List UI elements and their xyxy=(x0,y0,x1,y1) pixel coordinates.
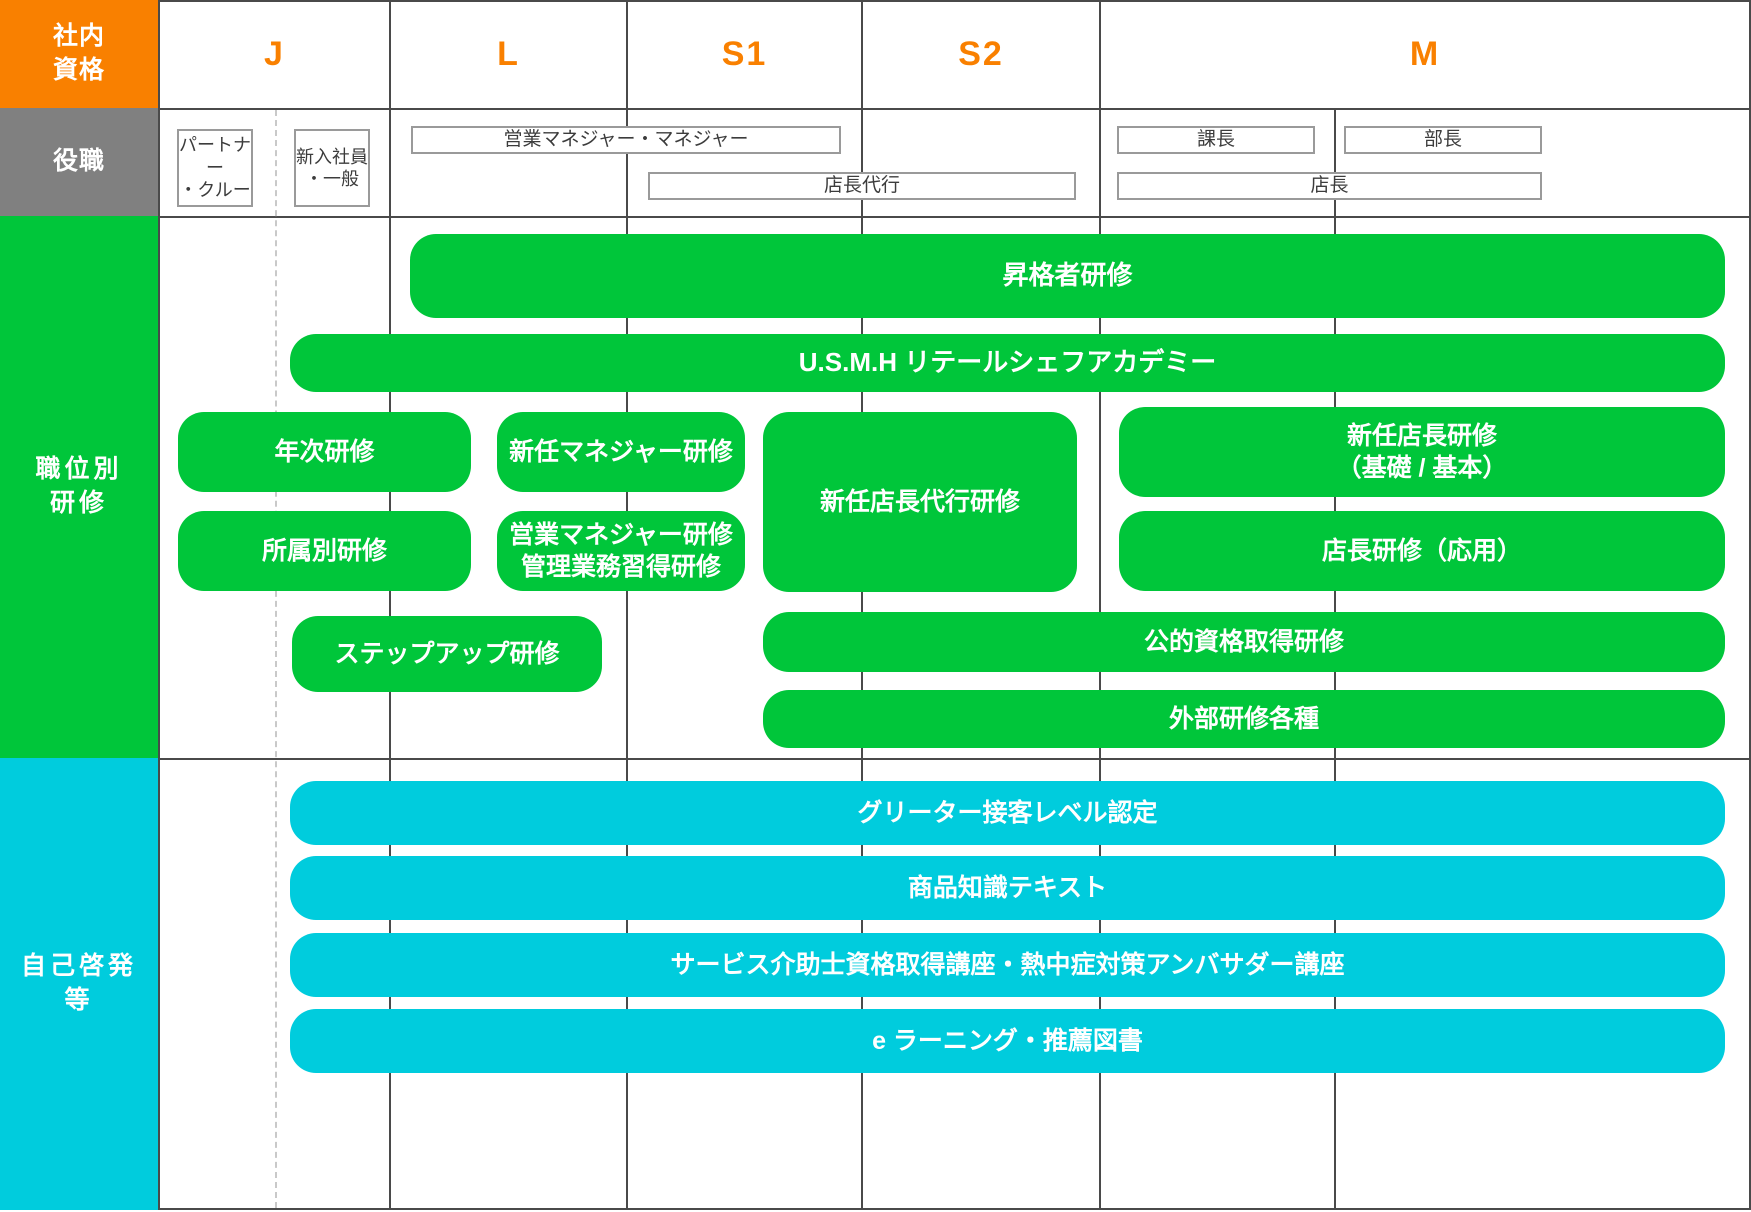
category-label-position: 役職 xyxy=(52,147,105,176)
rank-header-s2: S2 xyxy=(863,0,1099,108)
category-cell-qualification: 社内資格 xyxy=(0,0,158,108)
grid-hline-rank-role xyxy=(0,108,1751,110)
category-label-self-development: 自己啓発等 xyxy=(20,952,137,1014)
selfdev-pill-elearning: e ラーニング・推薦図書 xyxy=(290,1009,1725,1073)
rank-label-s2: S2 xyxy=(958,34,1004,73)
role-box-partner-crew: パートナー・クルー xyxy=(177,129,253,207)
grid-vline-right-edge xyxy=(1749,0,1751,1210)
role-label-store-manager: 店長 xyxy=(1310,175,1349,197)
grid-vline-j-l xyxy=(389,0,391,1210)
selfdev-label-elearning: e ラーニング・推薦図書 xyxy=(872,1026,1143,1055)
role-box-store-manager: 店長 xyxy=(1117,172,1542,200)
training-pill-annual: 年次研修 xyxy=(178,412,471,492)
category-cell-position-training: 職位別研修 xyxy=(0,216,158,758)
grid-vline-s2-m xyxy=(1099,0,1101,1210)
role-box-deputy-store-manager: 店長代行 xyxy=(648,172,1076,200)
category-label-qualification: 社内資格 xyxy=(52,22,105,84)
training-pill-new-deputy-store-manager: 新任店長代行研修 xyxy=(763,412,1077,592)
training-label-public-qualification: 公的資格取得研修 xyxy=(1143,627,1344,656)
training-label-store-manager-applied: 店長研修（応用） xyxy=(1321,536,1522,565)
grid-hline-training-selfdev xyxy=(0,758,1751,760)
role-label-section-chief: 課長 xyxy=(1196,129,1235,151)
grid-hline-role-training xyxy=(0,216,1751,218)
grid-vline-j-subdivide xyxy=(275,110,277,1208)
grid-hline-top xyxy=(160,0,1751,2)
selfdev-label-greeter-certification: グリーター接客レベル認定 xyxy=(857,798,1158,827)
category-label-position-training: 職位別研修 xyxy=(35,455,123,517)
training-pill-step-up: ステップアップ研修 xyxy=(292,616,602,692)
grid-vline-category xyxy=(158,0,160,1210)
training-label-sales-manager-admin: 営業マネジャー研修管理業務習得研修 xyxy=(509,520,733,582)
training-pill-external: 外部研修各種 xyxy=(763,690,1725,748)
role-label-deputy-store-manager: 店長代行 xyxy=(823,175,900,197)
rank-header-l: L xyxy=(391,0,626,108)
training-pill-sales-manager-admin: 営業マネジャー研修管理業務習得研修 xyxy=(497,511,745,591)
training-label-usmh-academy: U.S.M.H リテールシェフアカデミー xyxy=(798,347,1217,378)
grid-vline-l-s1 xyxy=(626,0,628,1210)
rank-label-m: M xyxy=(1409,34,1441,73)
selfdev-pill-service-assistant: サービス介助士資格取得講座・熱中症対策アンバサダー講座 xyxy=(290,933,1725,997)
training-pill-usmh-academy: U.S.M.H リテールシェフアカデミー xyxy=(290,334,1725,392)
rank-label-j: J xyxy=(264,34,285,73)
rank-label-s1: S1 xyxy=(721,34,768,73)
role-box-new-employee: 新入社員・一般 xyxy=(294,129,370,207)
training-pill-public-qualification: 公的資格取得研修 xyxy=(763,612,1725,672)
selfdev-label-service-assistant: サービス介助士資格取得講座・熱中症対策アンバサダー講座 xyxy=(670,950,1345,979)
rank-header-j: J xyxy=(160,0,389,108)
role-label-partner-crew: パートナー・クルー xyxy=(179,135,251,201)
training-label-new-deputy-store-manager: 新任店長代行研修 xyxy=(819,487,1020,516)
role-label-department-chief: 部長 xyxy=(1423,129,1462,151)
training-label-step-up: ステップアップ研修 xyxy=(334,639,560,668)
role-label-new-employee: 新入社員・一般 xyxy=(296,146,368,190)
rank-label-l: L xyxy=(497,34,520,73)
training-label-new-manager: 新任マネジャー研修 xyxy=(509,437,733,466)
role-label-sales-manager: 営業マネジャー・マネジャー xyxy=(503,129,749,151)
role-box-section-chief: 課長 xyxy=(1117,126,1315,154)
selfdev-label-product-knowledge: 商品知識テキスト xyxy=(907,873,1108,902)
category-cell-position: 役職 xyxy=(0,108,158,216)
training-pill-store-manager-applied: 店長研修（応用） xyxy=(1119,511,1725,591)
selfdev-pill-product-knowledge: 商品知識テキスト xyxy=(290,856,1725,920)
training-label-department-specific: 所属別研修 xyxy=(261,536,387,565)
rank-header-s1: S1 xyxy=(628,0,861,108)
training-pill-promotion: 昇格者研修 xyxy=(410,234,1725,318)
training-pill-new-manager: 新任マネジャー研修 xyxy=(497,412,745,492)
training-pill-department-specific: 所属別研修 xyxy=(178,511,471,591)
role-box-sales-manager: 営業マネジャー・マネジャー xyxy=(411,126,841,154)
rank-header-m: M xyxy=(1101,0,1749,108)
selfdev-pill-greeter-certification: グリーター接客レベル認定 xyxy=(290,781,1725,845)
grid-vline-s1-s2 xyxy=(861,0,863,1210)
grid-hline-bottom xyxy=(0,1208,1751,1210)
training-label-new-store-manager: 新任店長研修（基礎 / 基本） xyxy=(1336,421,1508,483)
training-label-external: 外部研修各種 xyxy=(1168,704,1319,733)
training-label-annual: 年次研修 xyxy=(274,437,375,466)
training-label-promotion: 昇格者研修 xyxy=(1002,260,1133,291)
training-pill-new-store-manager: 新任店長研修（基礎 / 基本） xyxy=(1119,407,1725,497)
role-box-department-chief: 部長 xyxy=(1344,126,1542,154)
category-cell-self-development: 自己啓発等 xyxy=(0,758,158,1210)
